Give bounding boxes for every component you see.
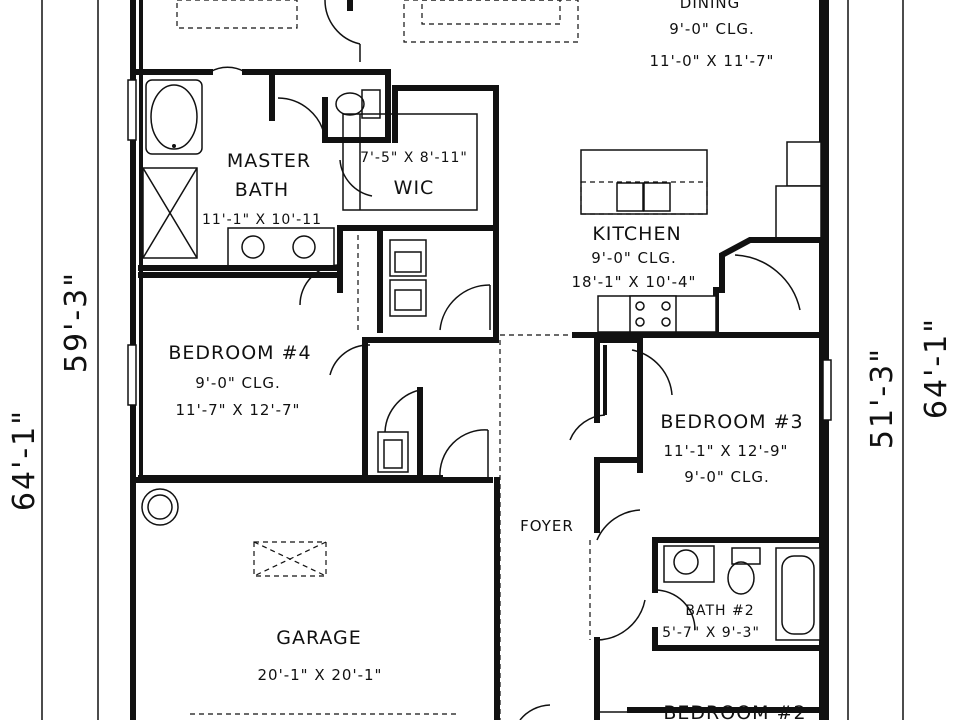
dining-size: 11'-0" X 11'-7" <box>650 52 775 70</box>
right-inner-dimension: 51'-3" <box>865 347 900 449</box>
bedroom4-size: 11'-7" X 12'-7" <box>176 401 301 419</box>
master-bath <box>138 69 391 271</box>
dining-label: DINING <box>680 0 740 12</box>
bath2-size: 5'-7" X 9'-3" <box>662 625 760 641</box>
kitchen <box>500 141 824 338</box>
master-bath-label-line2: BATH <box>235 179 289 201</box>
inner-left-dimension: 59'-3" <box>59 271 94 373</box>
overall-left-dimension: 64'-1" <box>7 409 42 511</box>
kitchen-size: 18'-1" X 10'-4" <box>572 273 697 291</box>
laundry <box>299 225 499 343</box>
bath2-label: BATH #2 <box>685 603 754 619</box>
top-area <box>130 0 579 75</box>
master-bath-size: 11'-1" X 10'-11 <box>202 212 322 228</box>
foyer-label: FOYER <box>520 517 574 535</box>
bedroom2-label: BEDROOM #2 <box>663 702 806 720</box>
right-overall-dimension: 64'-1" <box>919 317 954 419</box>
wic-label: WIC <box>394 177 435 199</box>
garage-size: 20'-1" X 20'-1" <box>258 666 383 684</box>
garage-label: GARAGE <box>276 627 362 649</box>
wic-size: 7'-5" X 8'-11" <box>360 150 468 166</box>
wic <box>337 85 499 233</box>
bath-2 <box>652 537 824 651</box>
bedroom3-size: 11'-1" X 12'-9" <box>664 442 789 460</box>
bedroom4-clg: 9'-0" CLG. <box>195 374 281 392</box>
kitchen-label: KITCHEN <box>592 223 681 245</box>
bedroom3-label: BEDROOM #3 <box>660 411 803 433</box>
exterior-walls <box>127 0 832 720</box>
garage <box>130 477 493 715</box>
master-bath-label-line1: MASTER <box>227 150 311 172</box>
kitchen-clg: 9'-0" CLG. <box>591 249 677 267</box>
bedroom-3 <box>569 337 673 533</box>
bedroom4-label: BEDROOM #4 <box>168 342 311 364</box>
foyer <box>494 340 646 720</box>
bedroom3-clg: 9'-0" CLG. <box>684 468 770 486</box>
dimension-lines <box>41 0 904 720</box>
dining-clg: 9'-0" CLG. <box>669 20 755 38</box>
bedroom-2 <box>600 707 824 713</box>
